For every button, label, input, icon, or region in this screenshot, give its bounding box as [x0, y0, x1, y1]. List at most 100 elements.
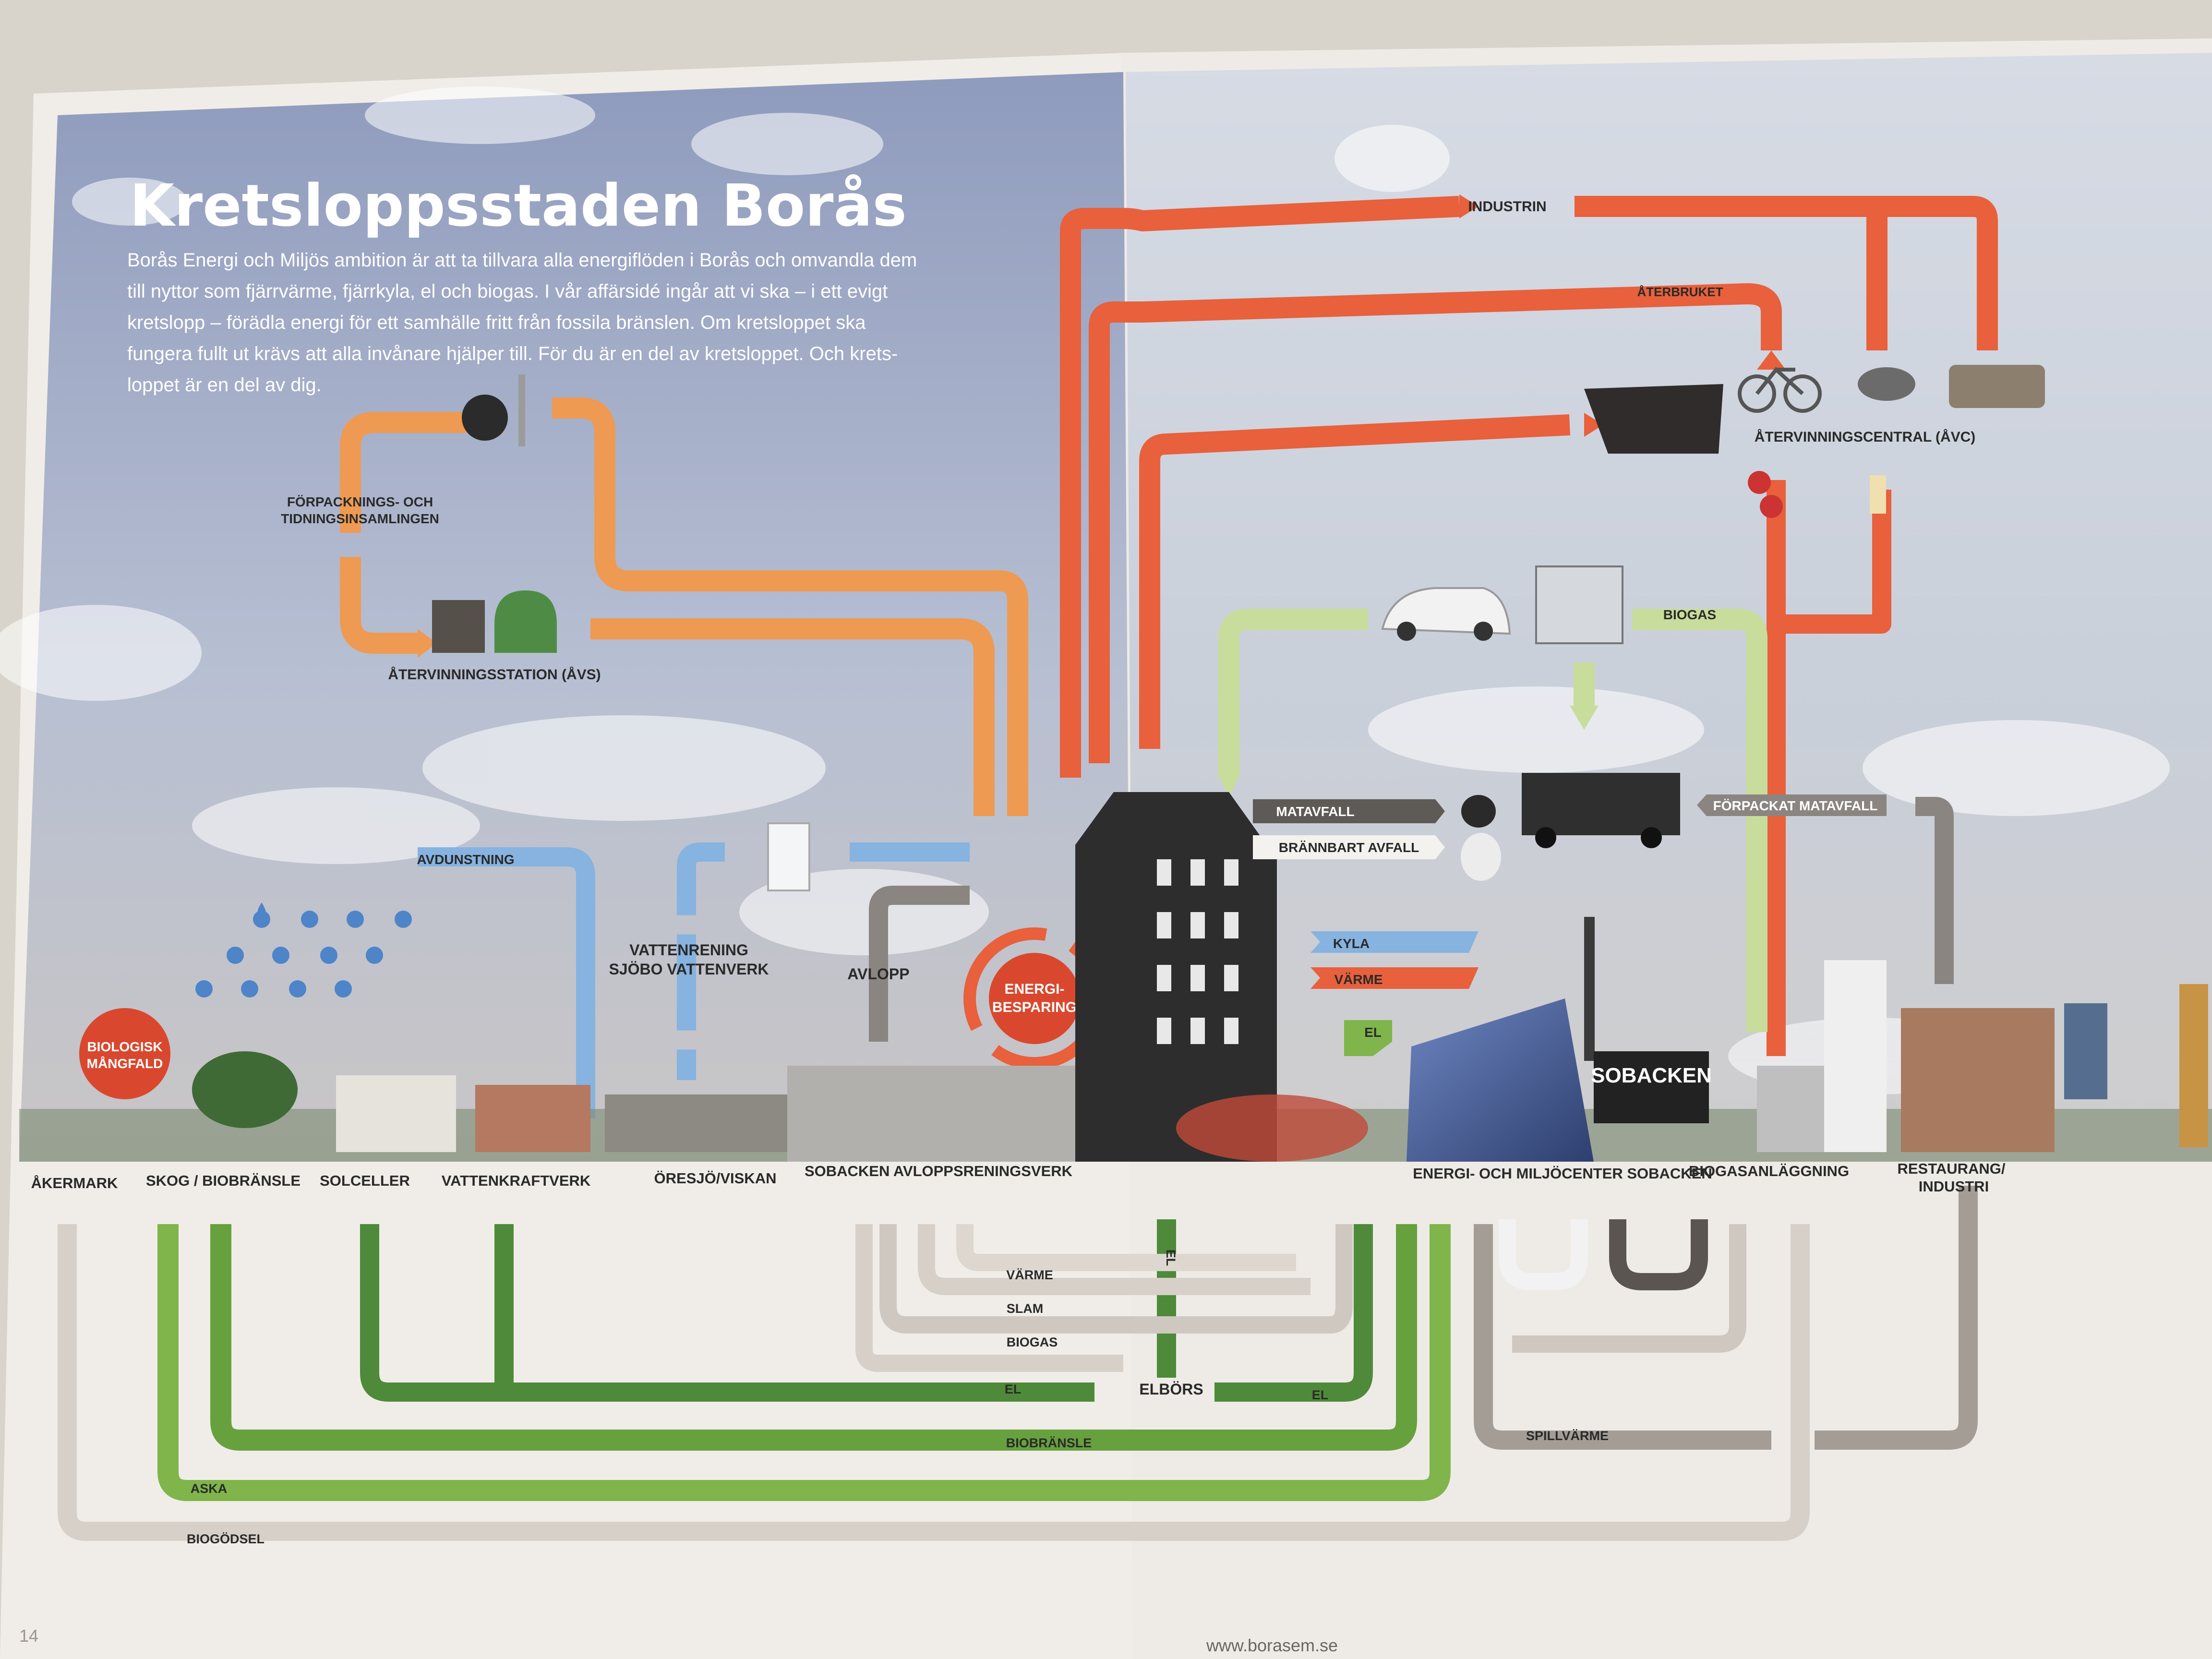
intro-line: kretslopp – förädla energi för ett samhä…	[127, 312, 866, 333]
aterbruket-flow	[1089, 283, 1782, 763]
el-vertical-label: EL	[1164, 1250, 1178, 1266]
biologisk-label-1: BIOLOGISK	[87, 1039, 162, 1054]
flowers-icon	[1176, 1094, 1368, 1162]
el-tag	[1344, 1020, 1392, 1056]
chimney-icon	[1584, 917, 1595, 1061]
matavfall-label: MATAVFALL	[1276, 804, 1354, 819]
intro-line: fungera fullt ut krävs att alla invånare…	[127, 343, 898, 364]
location-label: SOBACKEN AVLOPPSRENINGSVERK	[805, 1163, 1073, 1179]
packaging-icon	[432, 600, 485, 653]
white-bag-icon	[1461, 833, 1501, 881]
intro-paragraph: Borås Energi och Miljös ambition är att …	[127, 250, 917, 396]
intro-line: loppet är en del av dig.	[127, 374, 322, 396]
landscape-strip: SOBACKEN	[19, 792, 2212, 1162]
matavfall-tag	[1253, 799, 1445, 823]
varme-label: VÄRME	[1334, 972, 1382, 987]
brannbart-tag	[1253, 835, 1445, 859]
avc-flow	[1139, 414, 1571, 749]
kyla-tag	[1310, 931, 1479, 953]
river-town-icon	[605, 1094, 787, 1152]
el-flow-solar	[360, 1224, 1094, 1402]
varme-bottom-label: VÄRME	[1006, 1268, 1053, 1282]
biogasanl-flow	[1512, 1224, 1746, 1353]
rain-drops	[195, 902, 412, 998]
sofa-icon	[1949, 365, 2045, 408]
location-label: ÅKERMARK	[31, 1175, 118, 1191]
avdunstning-flow	[418, 847, 595, 1118]
city-hall-icon	[1901, 1008, 2055, 1152]
biogas-label: BIOGAS	[1663, 607, 1716, 622]
avc-label: ÅTERVINNINGSCENTRAL (ÅVC)	[1755, 429, 1976, 445]
biogodsel-flow	[58, 1224, 1810, 1541]
vattenrening-flow	[677, 842, 725, 1080]
arrow-heads	[1459, 194, 1786, 437]
location-label: VATTENKRAFTVERK	[442, 1172, 591, 1189]
location-label: BIOGASANLÄGGNING	[1689, 1163, 1849, 1179]
car-icon	[1381, 587, 1511, 635]
avc-icons	[1584, 365, 2045, 518]
forpackat-flow	[1915, 797, 1954, 984]
varme-tag	[1310, 967, 1479, 989]
vattenrening-label-2: SJÖBO VATTENVERK	[609, 961, 769, 978]
aska-label: ASKA	[191, 1481, 228, 1496]
location-label: RESTAURANG/	[1897, 1160, 2005, 1177]
biologisk-badge	[79, 1008, 170, 1099]
sobacken-sign	[1594, 1051, 1709, 1123]
spillvarme-label: SPILLVÄRME	[1526, 1429, 1609, 1443]
bicycle-icon	[1738, 367, 1822, 413]
apple-icon	[1748, 471, 1771, 494]
biogas-flow-right	[1632, 609, 1767, 1032]
avlopp-flow	[869, 886, 970, 1042]
biogodsel-label: BIOGÖDSEL	[187, 1532, 264, 1546]
varme-flow	[879, 1224, 1353, 1334]
page-title: Kretsloppsstaden Borås	[130, 173, 907, 240]
avs-flow	[590, 618, 995, 816]
biogas-bottom-flow	[956, 1224, 1296, 1271]
forest-icon	[192, 1051, 298, 1128]
biogas-bottom-label: BIOGAS	[1007, 1335, 1058, 1349]
avs-label: ÅTERVINNINGSSTATION (ÅVS)	[388, 667, 601, 683]
industrin-label: INDUSTRIN	[1468, 199, 1546, 215]
location-labels: ÅKERMARK SKOG / BIOBRÄNSLE SOLCELLER VAT…	[31, 1160, 2006, 1195]
container-icon	[1584, 384, 1723, 454]
white-u-flow	[1499, 1219, 1588, 1290]
top-flows	[340, 196, 1998, 1118]
giraffe-icon	[2179, 984, 2208, 1147]
location-label: ENERGI- OCH MILJÖCENTER SOBACKEN	[1413, 1165, 1712, 1182]
biologisk-label-2: MÅNGFALD	[87, 1056, 163, 1071]
biogas-sub-flow	[855, 1224, 1123, 1372]
page-number: 14	[19, 1626, 38, 1646]
avlopp-label: AVLOPP	[847, 965, 909, 983]
clouds	[0, 86, 2170, 1094]
vattenrening-label-1: VATTENRENING	[629, 941, 748, 959]
aterbruket-label: ÅTERBRUKET	[1637, 285, 1723, 299]
el-bottom-label-2: EL	[1312, 1388, 1329, 1402]
industrin-flow-right	[1575, 196, 1998, 350]
industrin-flow	[1060, 196, 1460, 778]
energi-label-2: BESPARING	[992, 999, 1077, 1015]
biogas-flow-left	[1218, 609, 1368, 778]
bottle-icon	[1870, 475, 1886, 514]
dark-u-flow	[1609, 1219, 1708, 1290]
footer-url[interactable]: www.borasem.se	[1206, 1635, 1338, 1655]
kyla-label: KYLA	[1333, 936, 1370, 951]
gas-station-icon	[1535, 565, 1623, 644]
treatment-plant-icon	[787, 1066, 1099, 1162]
statue-icon	[2064, 1003, 2107, 1099]
location-label: ÖRESJÖ/VISKAN	[654, 1170, 777, 1187]
intro-line: Borås Energi och Miljös ambition är att …	[127, 250, 917, 271]
solar-building-icon	[336, 1075, 456, 1152]
bottom-flows	[58, 1186, 1978, 1541]
hydropower-building-icon	[475, 1085, 590, 1152]
intro-line: till nyttor som fjärrvärme, fjärrkyla, e…	[127, 281, 888, 302]
location-label: INDUSTRI	[1919, 1178, 1989, 1195]
ftiq-label-2: TIDNINGSINSAMLINGEN	[281, 511, 439, 526]
slam-flow	[918, 1224, 1310, 1295]
arrow-tags	[1253, 794, 1887, 1056]
brannbart-label: BRÄNNBART AVFALL	[1279, 840, 1419, 855]
black-bag-icon	[1461, 795, 1496, 828]
spillvarme-flow	[1474, 1224, 1771, 1450]
ftiq-loop-bottom	[340, 557, 418, 654]
